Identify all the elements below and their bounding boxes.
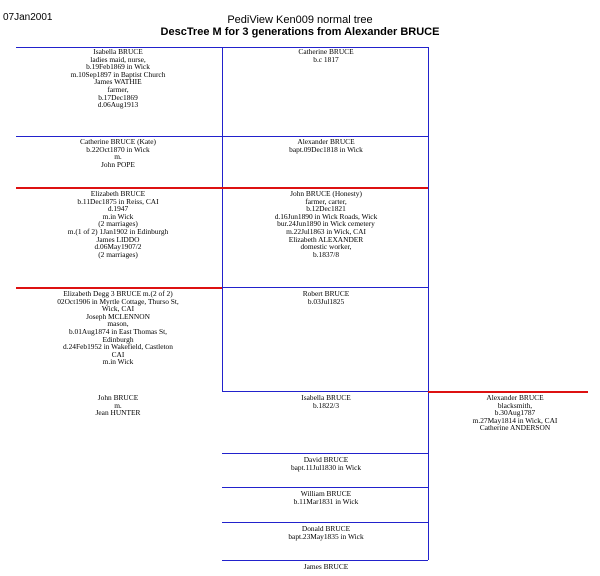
person-catherine-bruce-kate: Catherine BRUCE (Kate) b.22Oct1870 in Wi… [80, 137, 156, 169]
person-donald-bruce: Donald BRUCE bapt.23May1835 in Wick [288, 524, 364, 541]
connector-line-isabella-1 [16, 47, 222, 48]
connector-line-james [222, 560, 428, 561]
connector-line-alexander-1 [222, 136, 428, 137]
person-john-bruce-honesty: John BRUCE (Honesty) farmer, carter, b.1… [274, 189, 378, 259]
connector-line-root [428, 391, 588, 393]
connector-line-elizabeth-2 [16, 287, 222, 289]
person-elizabeth-bruce-1: Elizabeth BRUCE b.11Dec1875 in Reiss, CA… [67, 189, 169, 259]
connector-line-elizabeth-1 [16, 187, 222, 189]
connector-vline-left [222, 47, 223, 391]
connector-line-donald [222, 522, 428, 523]
connector-line-robert-1 [222, 287, 428, 288]
person-isabella-bruce-1: Isabella BRUCE ladies maid, nurse, b.19F… [70, 47, 166, 110]
person-john-bruce-2: John BRUCE m. Jean HUNTER [95, 393, 141, 418]
connector-line-david [222, 453, 428, 454]
person-james-bruce: James BRUCE [303, 562, 349, 571]
connector-line-catherine-2 [16, 136, 222, 137]
person-alexander-bruce-1: Alexander BRUCE bapt.09Dec1818 in Wick [289, 137, 363, 154]
person-isabella-bruce-2: Isabella BRUCE b.1822/3 [301, 393, 351, 410]
person-catherine-bruce-1: Catherine BRUCE b.c 1817 [298, 47, 354, 64]
connector-line-catherine-1 [222, 47, 428, 48]
person-elizabeth-bruce-2: Elizabeth Degg 3 BRUCE m.(2 of 2) 02Oct1… [57, 289, 179, 367]
person-william-bruce: William BRUCE b.11Mar1831 in Wick [293, 489, 359, 506]
person-alexander-bruce-root: Alexander BRUCE blacksmith, b.30Aug1787 … [472, 393, 558, 433]
person-david-bruce: David BRUCE bapt.11Jul1830 in Wick [290, 455, 362, 472]
connector-line-william [222, 487, 428, 488]
connector-vline-right [428, 47, 429, 560]
connector-line-john-1 [222, 187, 428, 189]
person-robert-bruce: Robert BRUCE b.03Jul1825 [302, 289, 350, 306]
print-date: 07Jan2001 [3, 12, 53, 23]
page-title: PediView Ken009 normal tree [227, 14, 373, 26]
page-subtitle: DescTree M for 3 generations from Alexan… [160, 26, 440, 38]
connector-line-isabella-2 [222, 391, 428, 392]
